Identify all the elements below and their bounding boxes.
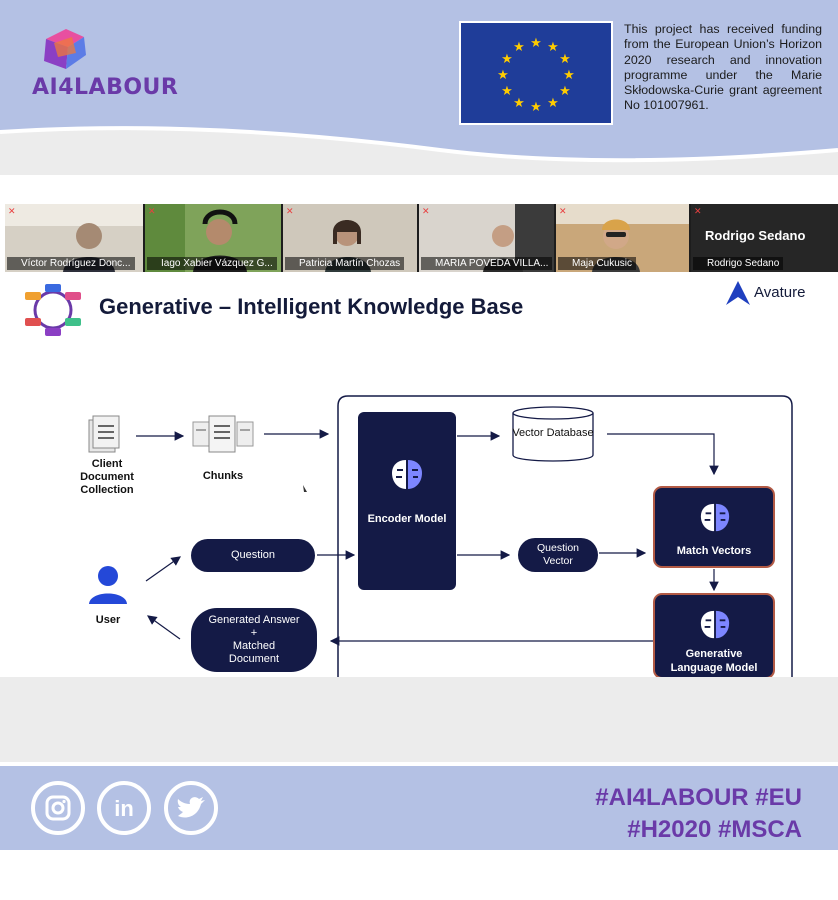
brain-icon bbox=[700, 503, 730, 532]
participant-name: Maja Cukusic bbox=[558, 257, 637, 270]
instagram-icon[interactable] bbox=[30, 780, 86, 836]
slide-title: Generative – Intelligent Knowledge Base bbox=[99, 294, 524, 319]
question-vector-pill: Question Vector bbox=[518, 538, 598, 572]
svg-text:★: ★ bbox=[559, 83, 571, 98]
mic-muted-icon: ✕ bbox=[286, 206, 294, 216]
participant-display-name: Rodrigo Sedano bbox=[705, 228, 806, 243]
svg-text:★: ★ bbox=[513, 39, 525, 54]
database-icon bbox=[512, 406, 594, 462]
svg-text:★: ★ bbox=[563, 67, 575, 82]
participant-tile[interactable]: ✕ Patricia Martín Chozas bbox=[283, 204, 417, 272]
match-vectors-label: Match Vectors bbox=[676, 545, 752, 557]
mic-muted-icon: ✕ bbox=[694, 206, 702, 216]
brain-icon bbox=[392, 460, 422, 489]
participant-name: Rodrigo Sedano bbox=[693, 257, 784, 270]
participant-name: Patricia Martín Chozas bbox=[285, 257, 405, 270]
participant-tile[interactable]: Rodrigo Sedano ✕ Rodrigo Sedano bbox=[691, 204, 838, 272]
user-label: User bbox=[95, 614, 121, 626]
svg-text:★: ★ bbox=[497, 67, 509, 82]
participant-name: Iago Xabier Vázquez G... bbox=[147, 257, 277, 270]
mic-muted-icon: ✕ bbox=[559, 206, 567, 216]
svg-text:★: ★ bbox=[547, 95, 559, 110]
answer-line: Matched Document bbox=[228, 640, 280, 665]
chunks-icon bbox=[192, 415, 254, 453]
ai4labour-logo: AI4LABOUR bbox=[32, 25, 178, 105]
participant-tile[interactable]: ✕ MARIA POVEDA VILLA... bbox=[419, 204, 554, 272]
logo-text: AI4LABOUR bbox=[32, 75, 179, 100]
encoder-model-block: Encoder Model bbox=[358, 412, 456, 590]
svg-text:in: in bbox=[114, 796, 134, 821]
shared-slide: Generative – Intelligent Knowledge Base … bbox=[5, 274, 834, 677]
svg-text:★: ★ bbox=[501, 51, 513, 66]
svg-text:★: ★ bbox=[530, 35, 542, 50]
svg-text:★: ★ bbox=[559, 51, 571, 66]
linkedin-icon[interactable]: in bbox=[96, 780, 152, 836]
participant-name: Víctor Rodríguez Donc... bbox=[7, 257, 135, 270]
header-wave bbox=[0, 0, 838, 163]
avature-logo: Avature bbox=[725, 280, 805, 311]
funding-statement: This project has received funding from t… bbox=[624, 22, 822, 113]
participant-tile[interactable]: ✕ Víctor Rodríguez Donc... bbox=[5, 204, 143, 272]
svg-text:★: ★ bbox=[501, 83, 513, 98]
eu-stars-icon: ★ ★ ★ ★ ★ ★ ★ ★ ★ ★ ★ ★ bbox=[497, 35, 575, 114]
answer-plus: + bbox=[250, 627, 258, 639]
participant-tile[interactable]: ✕ Maja Cukusic bbox=[556, 204, 689, 272]
footer-banner: in #AI4LABOUR #EU #H2020 #MSCA bbox=[0, 766, 838, 850]
header-banner: AI4LABOUR ★ ★ ★ ★ ★ ★ ★ ★ ★ ★ ★ ★ bbox=[0, 0, 838, 175]
generated-answer-pill: Generated Answer + Matched Document bbox=[191, 608, 317, 672]
encoder-model-label: Encoder Model bbox=[367, 513, 447, 525]
logo-cube-icon bbox=[44, 29, 86, 69]
user-icon bbox=[89, 566, 127, 604]
svg-text:★: ★ bbox=[513, 95, 525, 110]
svg-text:★: ★ bbox=[547, 39, 559, 54]
hashtags-line: #AI4LABOUR #EU bbox=[595, 784, 802, 811]
generative-model-block: Generative Language Model bbox=[653, 593, 775, 677]
mic-muted-icon: ✕ bbox=[148, 206, 156, 216]
hashtags-line: #H2020 #MSCA bbox=[627, 816, 802, 843]
match-vectors-block: Match Vectors bbox=[653, 486, 775, 568]
chunks-label: Chunks bbox=[202, 470, 244, 482]
diagram-connectors bbox=[136, 395, 793, 677]
participant-tile[interactable]: ✕ Iago Xabier Vázquez G... bbox=[145, 204, 281, 272]
svg-text:★: ★ bbox=[530, 99, 542, 114]
network-icon bbox=[25, 284, 81, 336]
page-background bbox=[0, 677, 838, 762]
avature-brand: Avature bbox=[754, 284, 806, 301]
mic-muted-icon: ✕ bbox=[8, 206, 16, 216]
question-pill: Question bbox=[191, 539, 315, 572]
video-call-strip: ✕ Víctor Rodríguez Donc... ✕ Iago Xabier… bbox=[5, 204, 838, 272]
generative-model-label: Generative Language Model bbox=[670, 648, 758, 674]
participant-name: MARIA POVEDA VILLA... bbox=[421, 257, 553, 270]
twitter-icon[interactable] bbox=[163, 780, 219, 836]
vector-database-label: Vector Database bbox=[512, 427, 594, 439]
document-stack-icon bbox=[88, 415, 120, 453]
hashtags: #AI4LABOUR #EU #H2020 #MSCA bbox=[595, 782, 802, 846]
mic-muted-icon: ✕ bbox=[422, 206, 430, 216]
client-docs-label: Client Document Collection bbox=[80, 458, 134, 496]
answer-line: Generated Answer bbox=[208, 614, 300, 626]
avature-icon bbox=[726, 281, 750, 305]
eu-flag: ★ ★ ★ ★ ★ ★ ★ ★ ★ ★ ★ ★ bbox=[459, 21, 613, 125]
brain-icon bbox=[700, 610, 730, 639]
